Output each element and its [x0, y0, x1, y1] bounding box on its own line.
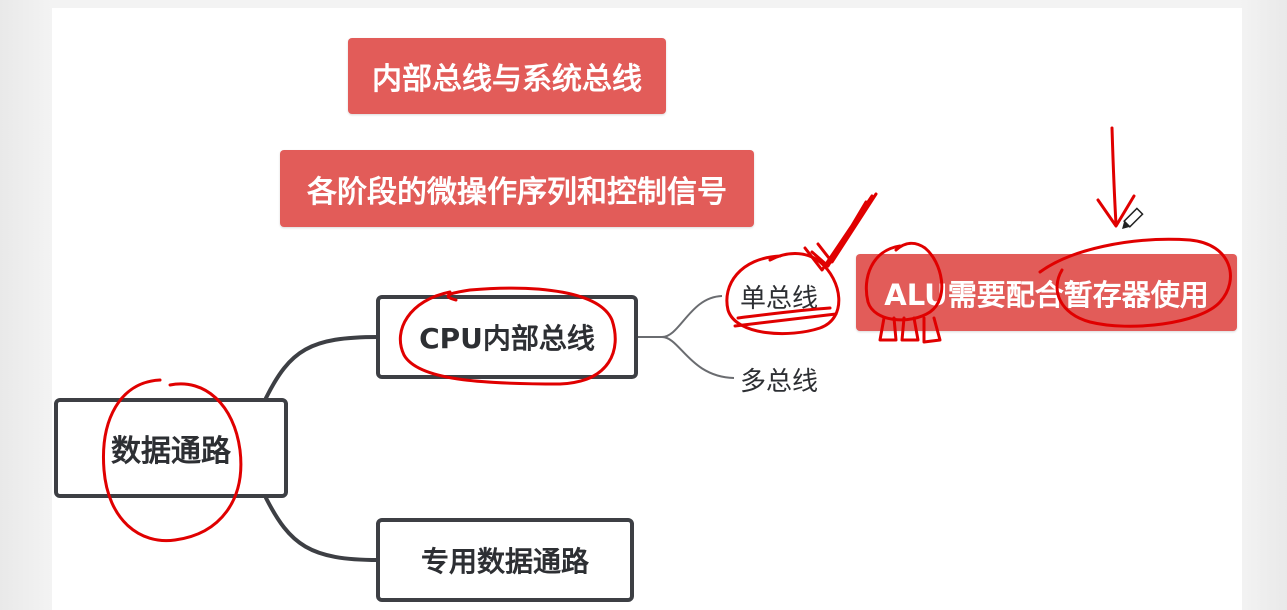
annotation-circle-alu — [864, 241, 944, 322]
multi-bus-leaf[interactable]: 多总线 — [740, 367, 819, 397]
root-node[interactable]: 数据通路 — [54, 398, 288, 498]
annotation-arrow — [1096, 126, 1136, 228]
annotation-drip — [878, 316, 942, 344]
connector-root-dedicated — [264, 496, 380, 562]
annotation-circle-root — [101, 378, 243, 543]
bus-title-note: 内部总线与系统总线 — [348, 38, 666, 114]
annotation-circle-register — [1038, 237, 1232, 328]
annotation-underline-single — [733, 306, 838, 328]
annotation-checkmark — [803, 192, 878, 272]
annotation-circle-cpu — [398, 286, 617, 386]
micro-ops-note: 各阶段的微操作序列和控制信号 — [280, 150, 754, 227]
dedicated-path-node[interactable]: 专用数据通路 — [376, 518, 634, 602]
connector-cpu-multi — [661, 336, 735, 379]
connector-root-cpu — [264, 335, 380, 400]
cpu-bus-node[interactable]: CPU内部总线 — [376, 295, 638, 379]
